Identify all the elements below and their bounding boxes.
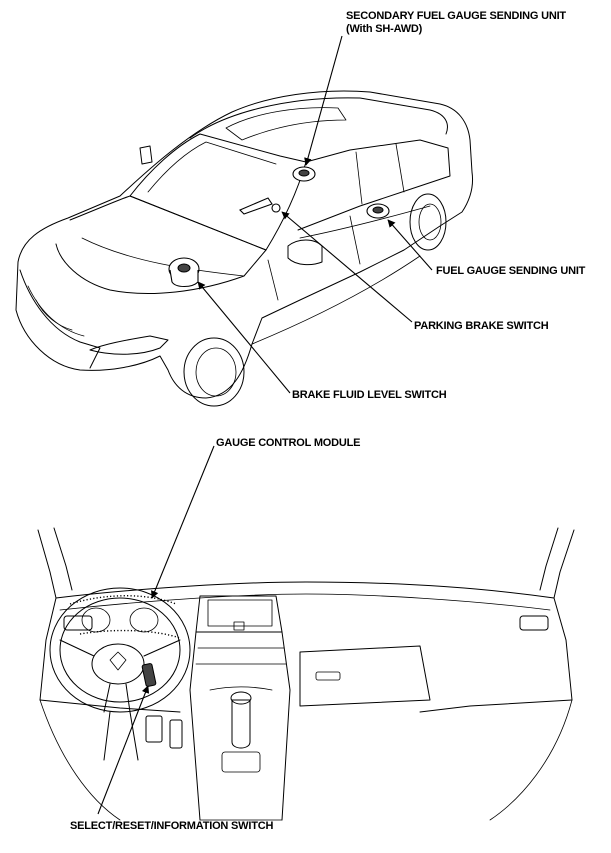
dashboard-illustration xyxy=(37,527,575,821)
leader-brake-fluid xyxy=(197,281,291,394)
label-secondary-fuel-gauge-line1: SECONDARY FUEL GAUGE SENDING UNIT xyxy=(346,10,566,22)
brake-fluid-level-switch-marker xyxy=(168,257,200,288)
label-secondary-fuel-gauge-line2: (With SH-AWD) xyxy=(346,23,423,35)
leader-fuel-gauge xyxy=(387,219,433,271)
label-parking-brake-switch: PARKING BRAKE SWITCH xyxy=(414,320,549,332)
label-fuel-gauge-sending-unit: FUEL GAUGE SENDING UNIT xyxy=(436,265,586,277)
label-select-reset-information-switch: SELECT/RESET/INFORMATION SWITCH xyxy=(70,820,273,832)
leader-select-reset-switch xyxy=(97,685,150,815)
label-gauge-control-module: GAUGE CONTROL MODULE xyxy=(216,437,360,449)
fuel-gauge-sending-unit-marker xyxy=(366,203,390,219)
vehicle-illustration xyxy=(15,90,473,407)
secondary-fuel-gauge-sending-unit-marker xyxy=(292,166,316,182)
leader-gauge-control-module xyxy=(151,445,215,599)
parking-brake-switch-marker xyxy=(239,197,281,215)
label-brake-fluid-level-switch: BRAKE FLUID LEVEL SWITCH xyxy=(292,389,447,401)
leader-parking-brake xyxy=(281,211,413,323)
leader-secondary-fuel-gauge xyxy=(304,35,343,166)
